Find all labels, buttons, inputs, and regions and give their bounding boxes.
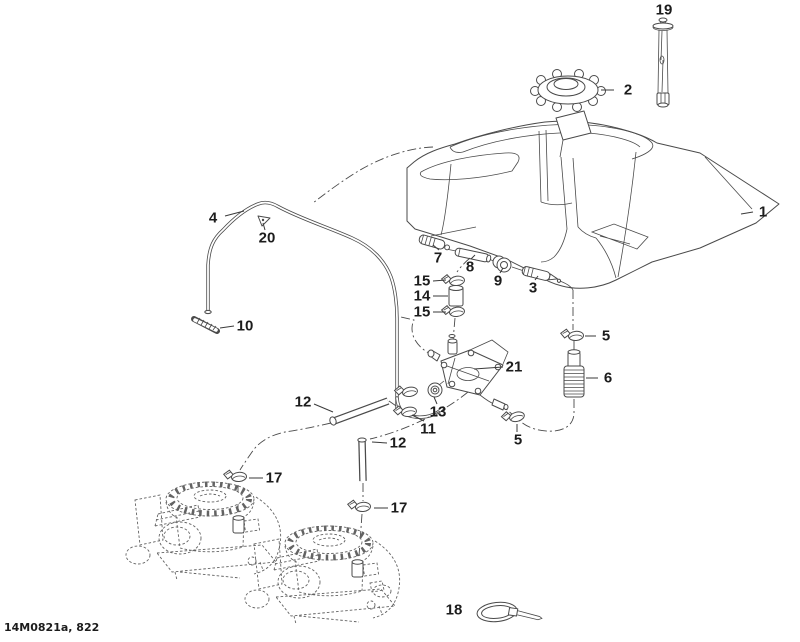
callout-leader-13-grommet-pump	[433, 396, 438, 405]
part-label-19-dipstick: 19	[656, 2, 673, 19]
clamp-17-carb1	[222, 468, 248, 484]
part-label-17-clamp-carb-1: 17	[266, 470, 283, 487]
part-label-10-hose-piece: 10	[237, 318, 254, 335]
callout-leader-7-fitting-front	[432, 244, 440, 251]
part-label-1-fuel-tank: 1	[759, 204, 767, 221]
check-valve	[257, 215, 271, 227]
part-label-4-vent-line: 4	[209, 210, 218, 227]
part-label-5-clamp-upper: 5	[602, 328, 610, 345]
callout-leader-15-clamp-stack-top	[432, 279, 447, 282]
part-label-6-fuel-filter: 6	[604, 370, 612, 387]
clamp-17-carb2	[346, 498, 372, 514]
callout-leader-12-tube-vertical	[371, 441, 388, 444]
part-label-15-clamp-stack-bottom: 15	[414, 304, 431, 321]
fitting-7	[418, 234, 451, 251]
callout-leader-1-fuel-tank	[740, 211, 754, 215]
clamp-5-lower	[500, 407, 526, 426]
fuel-filter-6	[563, 349, 585, 398]
part-label-11-clamp-elbow: 11	[420, 421, 436, 438]
part-label-3-fitting-rear: 3	[529, 280, 537, 297]
fuel-pump	[400, 316, 509, 411]
part-label-21-fuel-pump: 21	[506, 359, 523, 376]
carburetor-2-extras	[369, 580, 392, 598]
filter-element-14	[448, 285, 464, 307]
callout-leader-20-check-valve	[262, 222, 266, 231]
fuel-cap	[530, 69, 606, 112]
grommet-13	[427, 380, 445, 398]
part-label-12-tube-vertical: 12	[390, 435, 407, 452]
carb-feed-lines	[237, 391, 469, 557]
part-label-13-grommet-pump: 13	[430, 404, 447, 421]
carburetor-1	[126, 482, 281, 580]
figure-code: 14M0821a, 822	[4, 621, 99, 634]
part-label-17-clamp-carb-2: 17	[391, 500, 408, 517]
part-label-18-cable-tie: 18	[446, 602, 463, 619]
callout-leader-4-vent-line	[224, 210, 245, 217]
callout-leader-21-fuel-pump	[473, 366, 504, 370]
part-label-5-clamp-lower: 5	[514, 432, 522, 449]
filter-stack	[440, 257, 471, 342]
callout-leader-12-tube-diagonal	[313, 403, 334, 413]
callout-leader-11-clamp-elbow	[411, 414, 425, 422]
filter-branch	[500, 290, 585, 432]
part-label-14-filter-element: 14	[414, 288, 431, 305]
part-label-9-grommet-line: 9	[494, 273, 502, 290]
part-label-12-tube-diagonal: 12	[295, 394, 312, 411]
callout-leader-8-tube-short	[470, 254, 476, 260]
clamp-5-upper	[559, 327, 585, 343]
part-label-2-fuel-cap: 2	[624, 82, 632, 99]
part-label-7-fitting-front: 7	[434, 250, 442, 267]
part-label-15-clamp-stack-top: 15	[414, 273, 431, 290]
grommet-9	[492, 255, 512, 273]
hose-piece-10	[191, 316, 220, 334]
callout-leader-10-hose-piece	[219, 325, 235, 329]
fitting-3	[521, 266, 562, 283]
supply-line	[418, 234, 574, 291]
part-label-8-tube-short: 8	[466, 259, 474, 276]
callout-leader-9-grommet-line	[499, 267, 504, 274]
cable-tie	[476, 601, 543, 623]
carburetor-2	[245, 526, 400, 624]
callout-leader-3-fitting-rear	[534, 275, 539, 281]
dipstick	[652, 17, 674, 108]
part-label-20-check-valve: 20	[259, 230, 276, 247]
fuel-tank-outline	[406, 110, 780, 289]
